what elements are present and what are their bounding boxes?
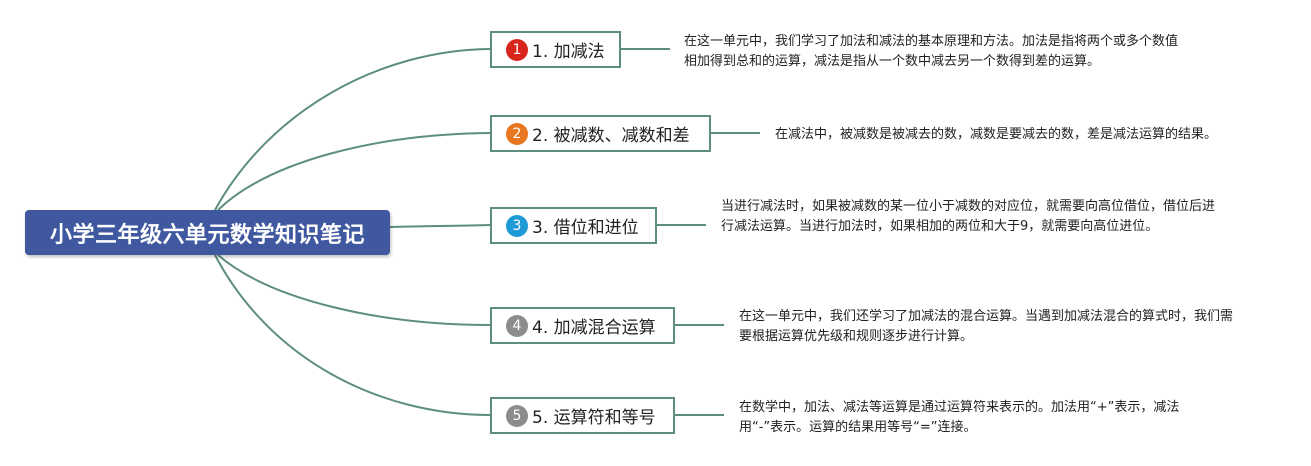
priority-5-badge-icon: 5 bbox=[506, 404, 528, 427]
priority-4-badge-icon: 4 bbox=[506, 314, 528, 337]
priority-2-badge-icon: 2 bbox=[506, 122, 528, 145]
priority-3-badge-icon: 3 bbox=[506, 214, 528, 237]
branch-3-topic[interactable]: 3 3. 借位和进位 bbox=[490, 207, 657, 244]
branch-5-note: 在数学中，加法、减法等运算是通过运算符来表示的。加法用“+”表示，减法用“-”表… bbox=[739, 400, 1180, 435]
branch-4-label: 4. 加减混合运算 bbox=[532, 318, 656, 338]
branch-1-label: 1. 加减法 bbox=[532, 42, 605, 62]
branch-2-note: 在减法中，被减数是被减去的数，减数是要减去的数，差是减法运算的结果。 bbox=[775, 127, 1218, 142]
branch-1-topic[interactable]: 1 1. 加减法 bbox=[490, 31, 621, 68]
root-topic[interactable]: 小学三年级六单元数学知识笔记 bbox=[25, 210, 390, 255]
connector-root-branch-3 bbox=[389, 224, 491, 228]
branch-2-label: 2. 被减数、减数和差 bbox=[532, 126, 690, 146]
connector-root-branch-2 bbox=[217, 132, 491, 211]
branch-3-note: 当进行减法时，如果被减数的某一位小于减数的对应位，就需要向高位借位，借位后进行减… bbox=[721, 199, 1216, 234]
connector-root-branch-5 bbox=[214, 254, 491, 416]
branch-1-note: 在这一单元中，我们学习了加法和减法的基本原理和方法。加法是指将两个或多个数值相加… bbox=[684, 34, 1179, 69]
branch-4-topic[interactable]: 4 4. 加减混合运算 bbox=[490, 307, 675, 344]
connector-root-branch-1 bbox=[214, 48, 491, 211]
priority-1-badge-icon: 1 bbox=[506, 38, 528, 61]
branch-5-label: 5. 运算符和等号 bbox=[532, 408, 656, 428]
connector-root-branch-4 bbox=[217, 254, 491, 326]
branch-4-note: 在这一单元中，我们还学习了加减法的混合运算。当遇到加减法混合的算式时，我们需要根… bbox=[739, 309, 1234, 344]
branch-2-topic[interactable]: 2 2. 被减数、减数和差 bbox=[490, 115, 711, 152]
branch-3-label: 3. 借位和进位 bbox=[532, 218, 639, 238]
branch-5-topic[interactable]: 5 5. 运算符和等号 bbox=[490, 397, 675, 434]
root-topic-title: 小学三年级六单元数学知识笔记 bbox=[49, 222, 365, 248]
